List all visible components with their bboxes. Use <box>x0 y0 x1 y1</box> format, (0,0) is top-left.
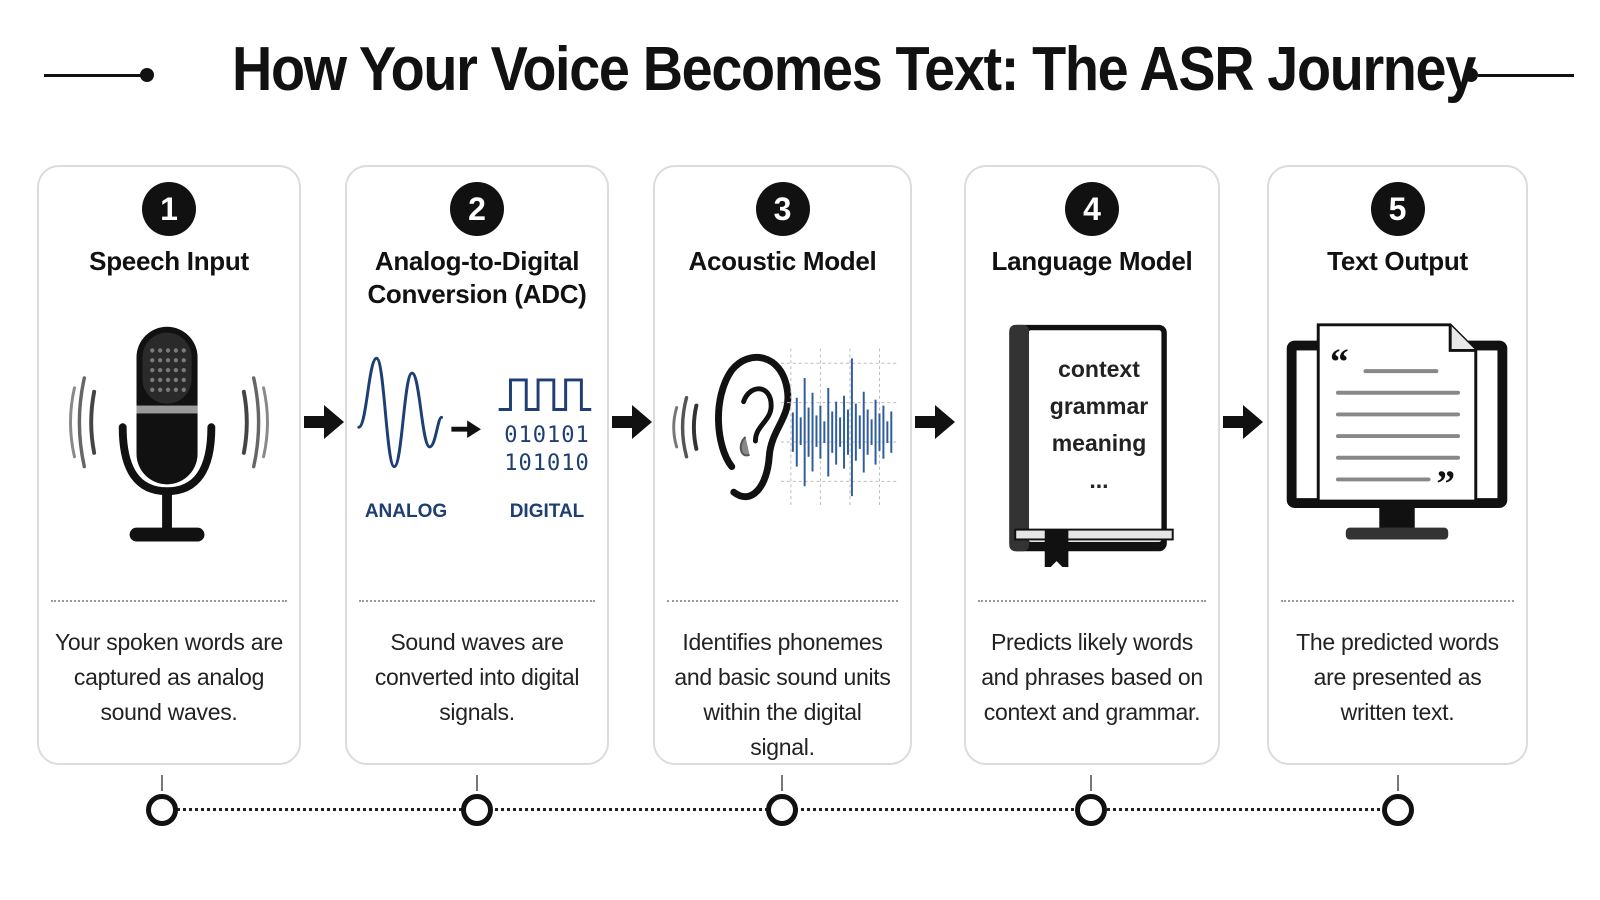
book-words: context grammar meaning ... <box>1030 351 1168 499</box>
step-number-badge: 1 <box>142 182 196 236</box>
timeline-node-1 <box>146 794 178 826</box>
card-divider <box>51 600 287 602</box>
step-description: Identifies phonemes and basic sound unit… <box>674 629 891 760</box>
step-number-badge: 3 <box>755 182 810 236</box>
step-number-badge: 2 <box>450 182 504 236</box>
timeline-node-5 <box>1382 794 1414 826</box>
title-rule-left <box>44 74 144 77</box>
timeline-node-4 <box>1075 794 1107 826</box>
step-card-text-output: 5 Text Output “ ” The predicted words ar… <box>1267 165 1528 765</box>
book-word: ... <box>1089 467 1109 493</box>
binary-line-2: 101010 <box>504 451 590 476</box>
analog-label: ANALOG <box>364 501 448 522</box>
book-word: grammar <box>1049 393 1149 419</box>
book-word: meaning <box>1051 430 1147 456</box>
waveform-to-binary-icon <box>357 356 592 469</box>
title-dot-right <box>1464 68 1478 82</box>
svg-text:“: “ <box>1330 342 1349 383</box>
step-title: Speech Input <box>89 246 249 276</box>
timeline-node-2 <box>461 794 493 826</box>
step-card-acoustic-model: 3 Acoustic Model <box>653 165 912 765</box>
step-card-adc: 2 Analog-to-Digital Conversion (ADC) 010… <box>345 165 609 765</box>
timeline-tick <box>161 775 163 791</box>
timeline-tick <box>1090 775 1092 791</box>
step-card-speech-input: 1 Speech Input Your spoken words are cap… <box>37 165 301 765</box>
monitor-document-icon: “ ” <box>1286 323 1508 540</box>
title-row: How Your Voice Becomes Text: The ASR Jou… <box>0 30 1600 120</box>
arrow-right-icon <box>612 405 652 439</box>
step-number-badge: 4 <box>1065 182 1119 236</box>
digital-label: DIGITAL <box>509 501 585 522</box>
step-number-badge: 5 <box>1370 182 1425 236</box>
binary-readout: 010101 101010 <box>347 418 611 488</box>
arrow-right-icon <box>304 405 344 439</box>
arrow-right-icon <box>915 405 955 439</box>
svg-text:”: ” <box>1436 464 1455 505</box>
timeline-tick <box>1397 775 1399 791</box>
card-divider <box>359 600 595 602</box>
card-divider <box>667 600 898 602</box>
step-card-language-model: 4 Language Model context grammar meaning… <box>964 165 1220 765</box>
title-rule-right <box>1478 74 1574 77</box>
microphone-icon <box>69 326 269 542</box>
ear-spectrogram-icon <box>672 348 897 506</box>
title-dot-left <box>140 68 154 82</box>
card-divider <box>1281 600 1514 602</box>
step-description: The predicted words are presented as wri… <box>1296 629 1499 725</box>
book-icon <box>1009 324 1174 567</box>
step-description: Sound waves are converted into digital s… <box>374 629 580 725</box>
binary-line-1: 010101 <box>504 423 590 448</box>
timeline-tick <box>476 775 478 791</box>
step-description: Predicts likely words and phrases based … <box>981 629 1203 725</box>
timeline-tick <box>781 775 783 791</box>
step-title: Analog-to-Digital Conversion (ADC) <box>367 246 587 309</box>
timeline-node-3 <box>766 794 798 826</box>
card-divider <box>978 600 1206 602</box>
step-title: Text Output <box>1327 246 1468 276</box>
step-title: Acoustic Model <box>688 246 877 276</box>
step-title: Language Model <box>991 246 1193 276</box>
arrow-right-icon <box>1223 405 1263 439</box>
step-description: Your spoken words are captured as analog… <box>54 629 284 725</box>
page-title: How Your Voice Becomes Text: The ASR Jou… <box>232 35 1476 104</box>
book-word: context <box>1058 356 1140 382</box>
